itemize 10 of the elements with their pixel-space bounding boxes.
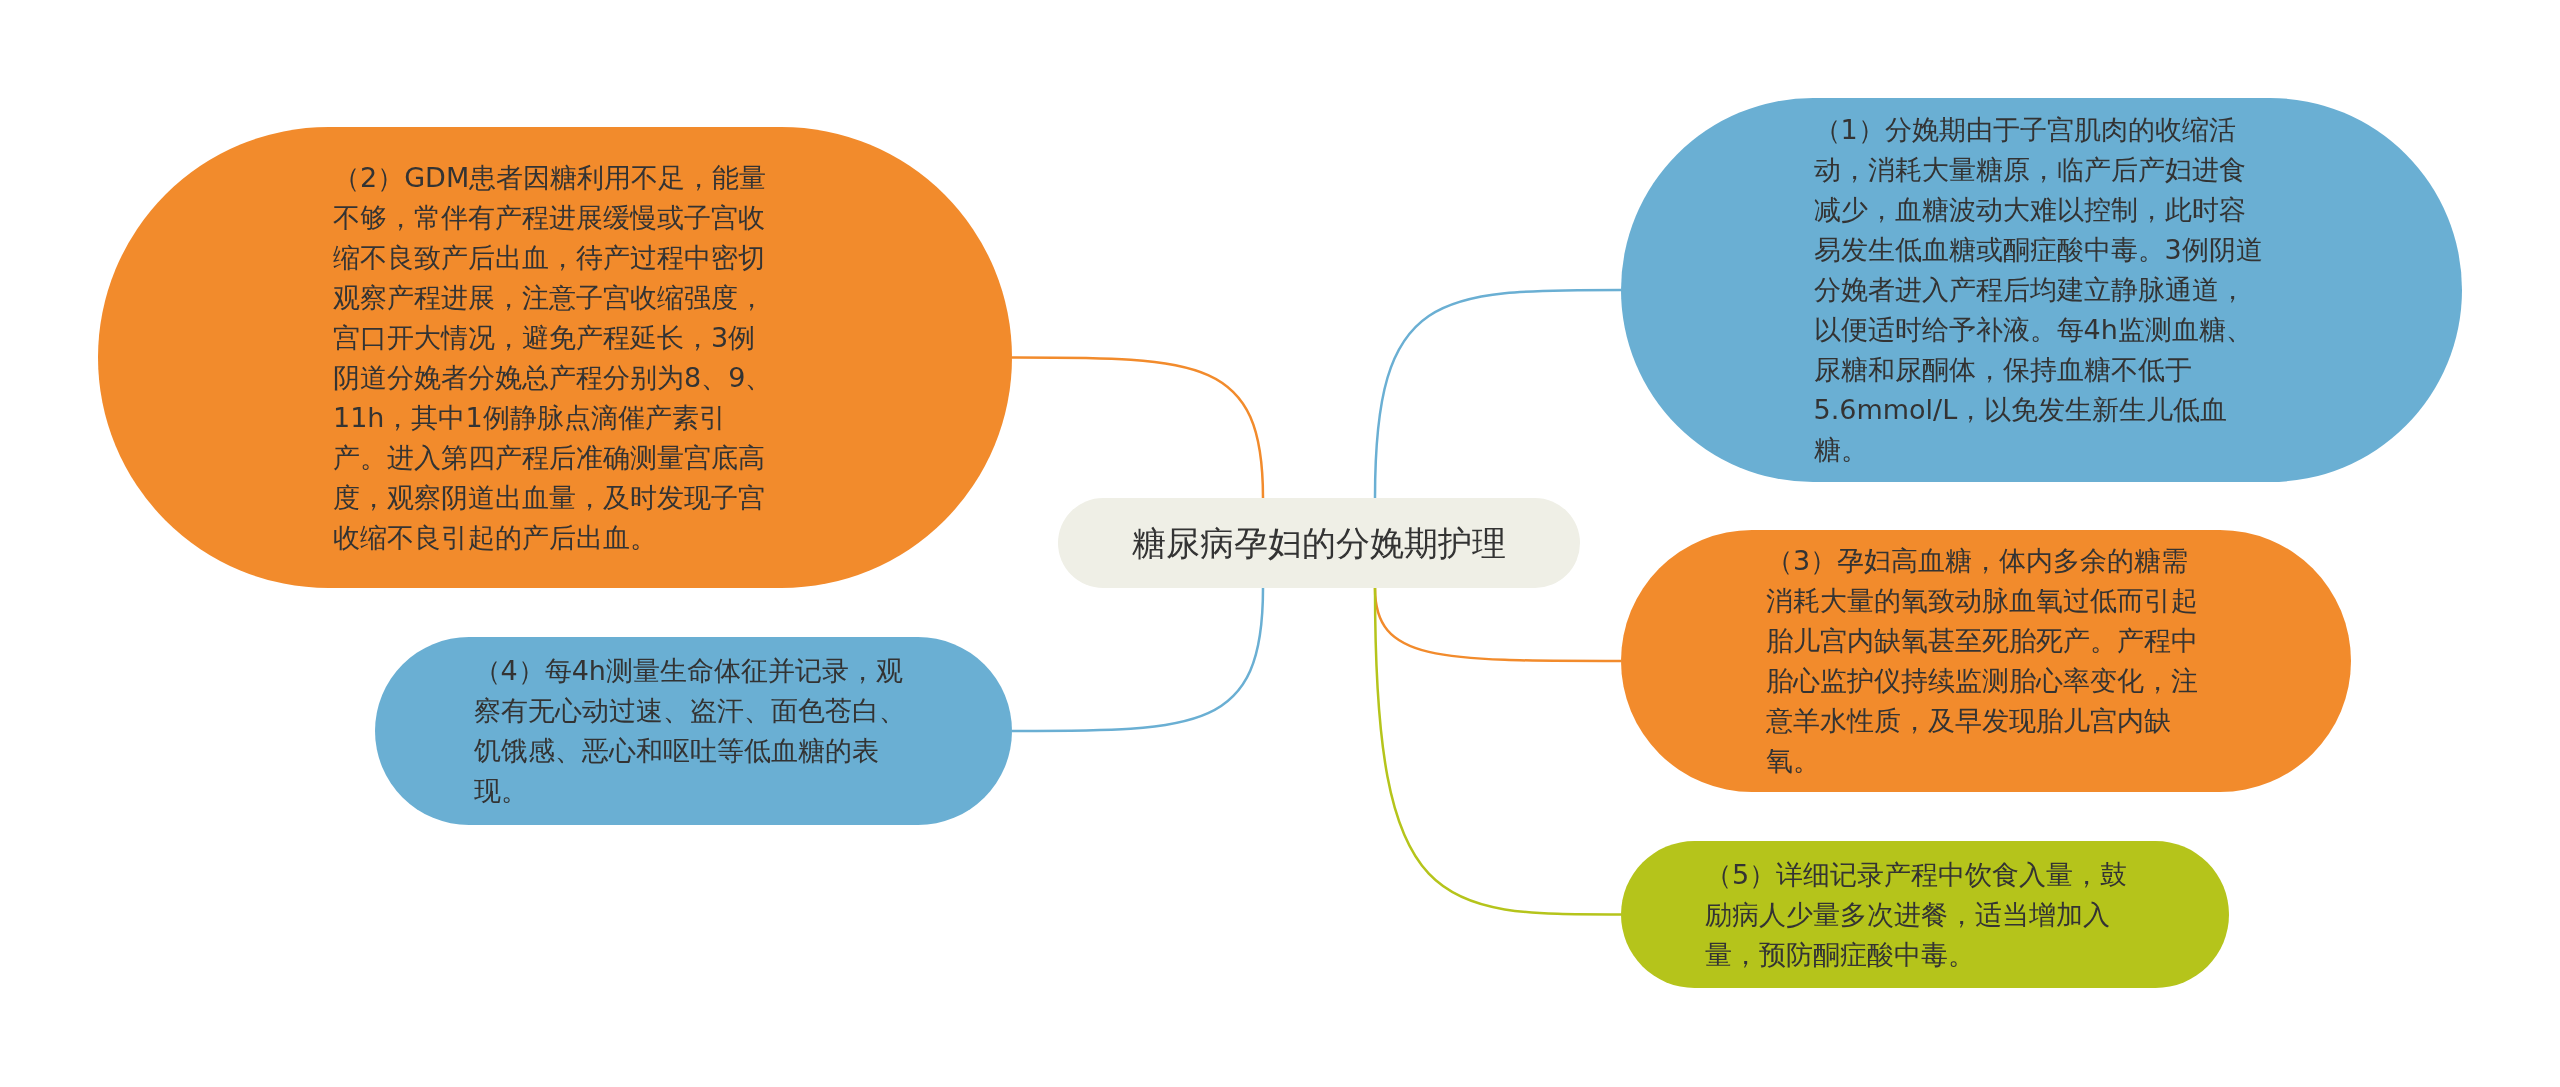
branch-line bbox=[1012, 356, 1265, 499]
topic-text: （4）每4h测量生命体征并记录，观察有无心动过速、盗汗、面色苍白、饥饿感、恶心和呕吐等低血糖的表现。 bbox=[473, 654, 907, 808]
topic-text: （3）孕妇高血糖，体内多余的糖需消耗大量的氧致动脉血氧过低而引起胎儿宫内缺氧甚至死胎死产。产程中胎心监护仪持续监测胎心率变化，注意羊水性质，及早发现胎儿宫内缺氧。 bbox=[1766, 544, 2199, 778]
branch-line bbox=[1012, 587, 1265, 733]
topic-text: 糖尿病孕妇的分娩期护理 bbox=[1132, 521, 1506, 565]
branch-line bbox=[1373, 288, 1621, 499]
branch-line bbox=[1373, 587, 1621, 916]
topic-text: （1）分娩期由于子宫肌肉的收缩活动，消耗大量糖原，临产后产妇进食减少，血糖波动大难以控制，此时容易发生低血糖或酮症酸中毒。3例阴道分娩者进入产程后均建立静脉通道，以便适时给予补液。每4h监测血糖、尿糖和尿酮体，保持血糖不低于5.6mmol/L，以免发生新生儿低血糖。 bbox=[1813, 113, 2264, 467]
topic-text: （2）GDM患者因糖利用不足，能量不够，常伴有产程进展缓慢或子宫收缩不良致产后出血，待产过程中密切观察产程进展，注意子宫收缩强度，宫口开大情况，避免产程延长，3例阴道分娩者分娩总产程分别为8、9、11h，其中1例静脉点滴催产素引产。进入第四产程后准确测量宫底高度，观察阴道出血量，及时发现子宫收缩不良引起的产后出血。 bbox=[333, 160, 774, 555]
topic-text: （5）详细记录产程中饮食入量，鼓励病人少量多次进餐，适当增加入量，预防酮症酸中毒。 bbox=[1705, 857, 2129, 972]
